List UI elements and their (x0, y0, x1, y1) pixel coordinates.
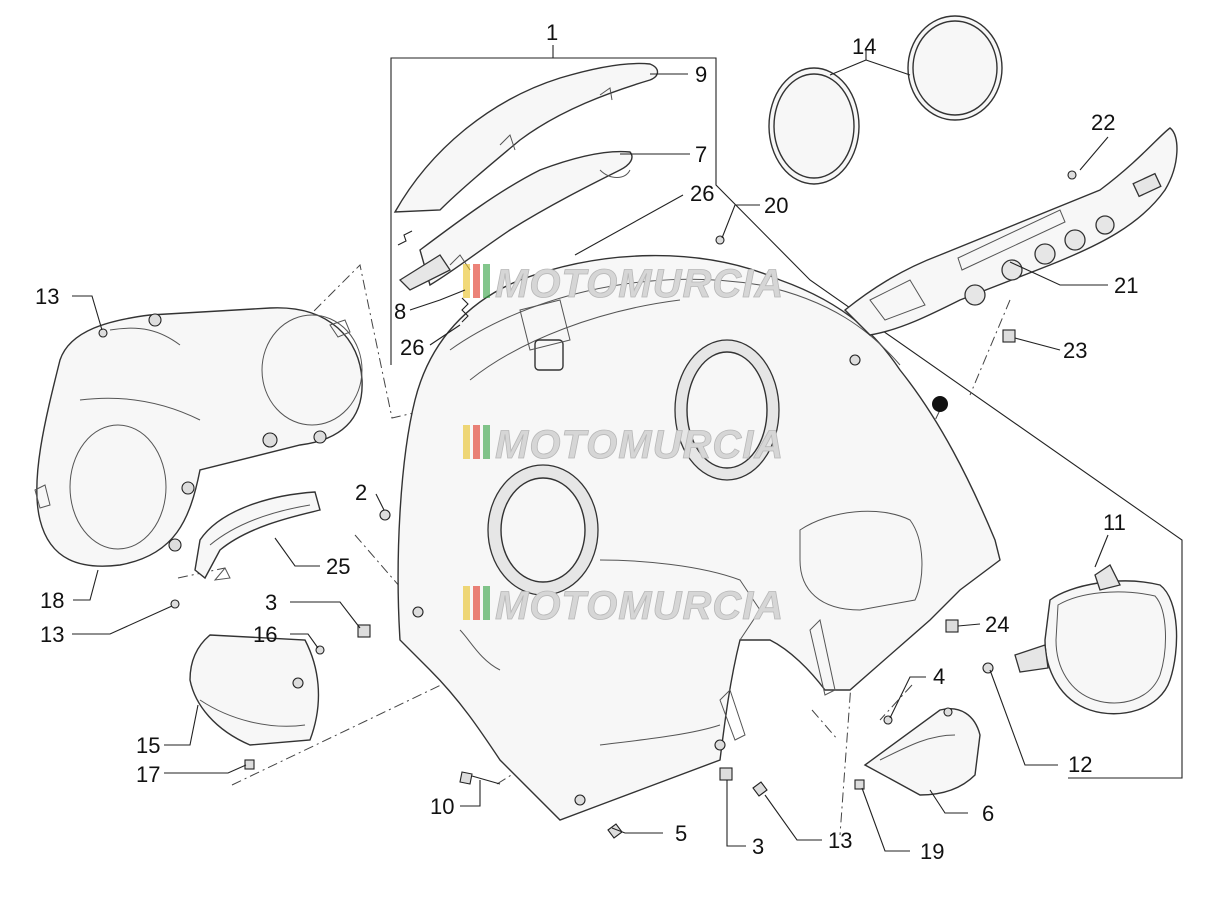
callout-22: 22 (1091, 110, 1115, 135)
part-15-cover-panel (189, 634, 320, 746)
callout-9: 9 (695, 62, 707, 87)
watermark-3: MOTOMURCIA (463, 584, 784, 628)
part-6-lower-cover (863, 707, 981, 796)
callout-10: 10 (430, 794, 454, 819)
part-9-top-trim (393, 62, 659, 213)
reference-dot (932, 396, 948, 412)
part-21-switch-panel (843, 127, 1178, 336)
callout-23: 23 (1063, 338, 1087, 363)
part-25-lens-frame (194, 491, 321, 581)
callout-3-lower: 3 (752, 834, 764, 859)
callout-13-top-left: 13 (35, 284, 59, 309)
callout-18: 18 (40, 588, 64, 613)
group-bracket-1 (390, 57, 1183, 779)
callout-13-bottom: 13 (828, 828, 852, 853)
callout-15: 15 (136, 733, 160, 758)
callout-26-upper: 26 (690, 181, 714, 206)
callout-13-left: 13 (40, 622, 64, 647)
part-26-clips (397, 230, 469, 323)
watermark-text-1: MOTOMURCIA (495, 262, 784, 306)
watermark-text-2: MOTOMURCIA (495, 423, 784, 467)
callout-11: 11 (1103, 510, 1126, 535)
watermark-1: MOTOMURCIA (463, 262, 784, 306)
callout-16: 16 (253, 622, 277, 647)
callout-2: 2 (355, 480, 367, 505)
callout-labels: 1 2 3 3 4 5 6 7 8 9 10 11 12 13 13 13 13… (35, 20, 1138, 864)
callout-4: 4 (933, 664, 945, 689)
part-1-front-panel (397, 254, 1001, 821)
part-8-bracket (398, 254, 451, 291)
callout-21: 21 (1114, 273, 1138, 298)
callout-leaders (72, 45, 1109, 852)
callout-8: 8 (394, 299, 406, 324)
callout-6: 6 (982, 801, 994, 826)
callout-25: 25 (326, 554, 350, 579)
part-14-bezel-rings (768, 15, 1003, 185)
hardware-screws (98, 170, 1077, 839)
callout-20: 20 (764, 193, 788, 218)
callout-26-lower: 26 (400, 335, 424, 360)
callout-12: 12 (1068, 752, 1092, 777)
callout-19: 19 (920, 839, 944, 864)
callout-1: 1 (546, 20, 558, 45)
callout-24: 24 (985, 612, 1009, 637)
callout-17: 17 (136, 762, 160, 787)
watermark-2: MOTOMURCIA (463, 423, 784, 467)
part-11-display-unit (1014, 564, 1178, 715)
callout-14: 14 (852, 34, 876, 59)
watermark-text-3: MOTOMURCIA (495, 584, 784, 628)
callout-5: 5 (675, 821, 687, 846)
callout-3-upper: 3 (265, 590, 277, 615)
part-18-dash-housing (34, 307, 363, 567)
callout-7: 7 (695, 142, 707, 167)
